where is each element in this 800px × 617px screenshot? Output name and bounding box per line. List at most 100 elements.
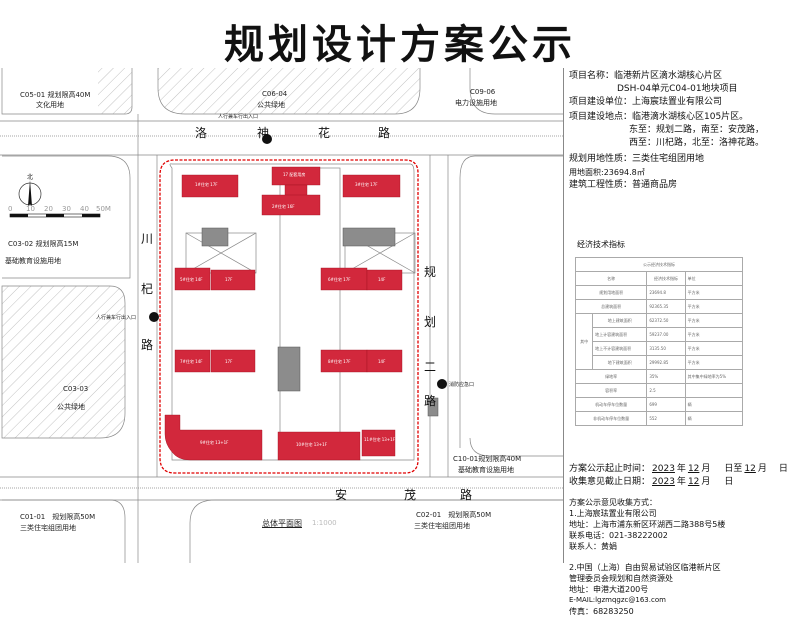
road-char: 路 [378,126,391,140]
period-month-end: 12 [744,464,756,474]
period-month-start: 12 [687,464,700,474]
deadline-year: 2023 [652,477,675,487]
cell: 29992.85 [646,355,686,370]
site-plan: C05-01 规划限高40M 文化用地 C06-04 公共绿地 C09-06 电… [0,68,563,563]
road-char: 花 [318,126,331,140]
road-char: 规 [424,265,437,279]
cell: 3135.50 [646,341,686,356]
parcel-use: 基础教育设施用地 [5,257,61,265]
cell: 平方米 [684,313,744,328]
parcel-use: 基础教育设施用地 [458,466,514,474]
scale-tick: 10 [26,205,35,213]
scale-tick: 50M [96,205,111,213]
cell: 23694.8 [646,285,686,300]
cell: 35% [646,369,686,384]
plan-title: 总体平面图 [262,519,302,528]
cell: 其中集中绿地率为5% [684,369,744,384]
cell: 平方米 [684,285,744,300]
cell: 地上建筑面积 [592,313,648,328]
parcel-code: C06-04 [262,90,288,98]
scale-tick: 20 [44,205,53,213]
contact1-person: 联系人：黄娟 [569,542,617,551]
building-label: 17F [225,359,233,364]
cell: 机动车停车位数量 [574,397,648,412]
cell: 非机动车停车位数量 [574,411,648,426]
cell: 平方米 [684,299,744,314]
parcel-use: 公共绿地 [257,101,285,109]
table-header: 单位 [684,271,744,286]
entrance-label: 消防应急口 [449,382,475,388]
unit: 年 [676,477,686,487]
cell: 绿地率 [574,369,648,384]
period-year: 2023 [652,464,675,474]
parcel-code: C10-01规划限高40M [453,455,522,463]
building-label: 7#住宅 14F [180,359,203,364]
contact1-phone: 联系电话：021-38222002 [569,531,668,540]
road-char: 路 [460,488,473,502]
building-label: 8#住宅 17F [328,359,351,364]
entrance-label: 人行兼车行出入口 [96,315,137,321]
cell: 552 [646,411,686,426]
parcel-use: 三类住宅组团用地 [20,524,76,532]
scale-tick: 30 [62,205,71,213]
building-label: 2#住宅 16F [272,204,295,209]
building-label: 17F [225,277,233,282]
building-label: 5#住宅 14F [180,277,203,282]
cell: 92365.35 [646,299,686,314]
parcel-use: 电力设施用地 [455,99,497,107]
parcel-code: C03-03 [63,385,89,393]
unit: 日至 [724,464,743,474]
building-label: 14F [378,277,386,282]
bounds-west-north: 西至：川杞路，北至：洛神花路。 [629,138,765,148]
project-name-line2: DSH-04单元C04-01地块项目 [617,84,738,94]
project-name-label: 项目名称： [569,71,615,81]
building-label: 9#住宅 13+1F [200,440,229,445]
period-label: 方案公示起止时间： [569,464,651,474]
unit: 日 [778,464,788,474]
contact1-address: 地址：上海市浦东新区环湖西二路388号5楼 [569,520,726,529]
land-use: 规划用地性质：三类住宅组团用地 [569,154,705,164]
location: 项目建设地点：临港滴水湖核心区105片区。 [569,112,749,122]
parcel-use: 三类住宅组团用地 [414,522,470,530]
building-label: 6#住宅 17F [328,277,351,282]
cell: 辆 [684,411,744,426]
land-area: 用地面积:23694.8㎡ [569,168,645,177]
site-plan-drawing [0,68,563,563]
building-label: 10#住宅 13+1F [296,442,327,447]
parcel-use: 文化用地 [36,101,64,109]
cell: 699 [646,397,686,412]
parcel-use: 公共绿地 [57,403,85,411]
cell: 容积率 [574,383,648,398]
road-char: 川 [141,232,154,246]
page-title: 规划设计方案公示 [224,22,576,68]
parcel-code: C02-01 规划限高50M [416,511,492,519]
cell: 59237.00 [646,327,686,342]
unit: 月 [701,464,711,474]
parcel-code: C01-01 规划限高50M [20,513,96,521]
contact2-org: 2.中国（上海）自由贸易试验区临港新片区 [569,563,721,572]
parcel-code: C09-06 [470,88,496,96]
table-header: 名称 [574,271,648,286]
deadline-month: 12 [687,477,700,487]
unit: 月 [757,464,767,474]
road-char: 安 [335,488,348,502]
parcel-code: C05-01 规划限高40M [20,91,91,99]
cell: 地上不计容建筑面积 [592,341,648,356]
road-char: 划 [424,315,437,329]
feedback-section: 方案公示意见收集方式： 1.上海宸珐置业有限公司 地址：上海市浦东新区环湖西二路… [569,497,800,617]
cell: 其中 [574,313,594,370]
feedback-title: 方案公示意见收集方式： [569,498,657,507]
road-char: 杞 [141,282,154,296]
parcel-code: C03-02 规划限高15M [8,240,79,248]
contact2-address: 地址：申港大道200号 [569,585,649,594]
